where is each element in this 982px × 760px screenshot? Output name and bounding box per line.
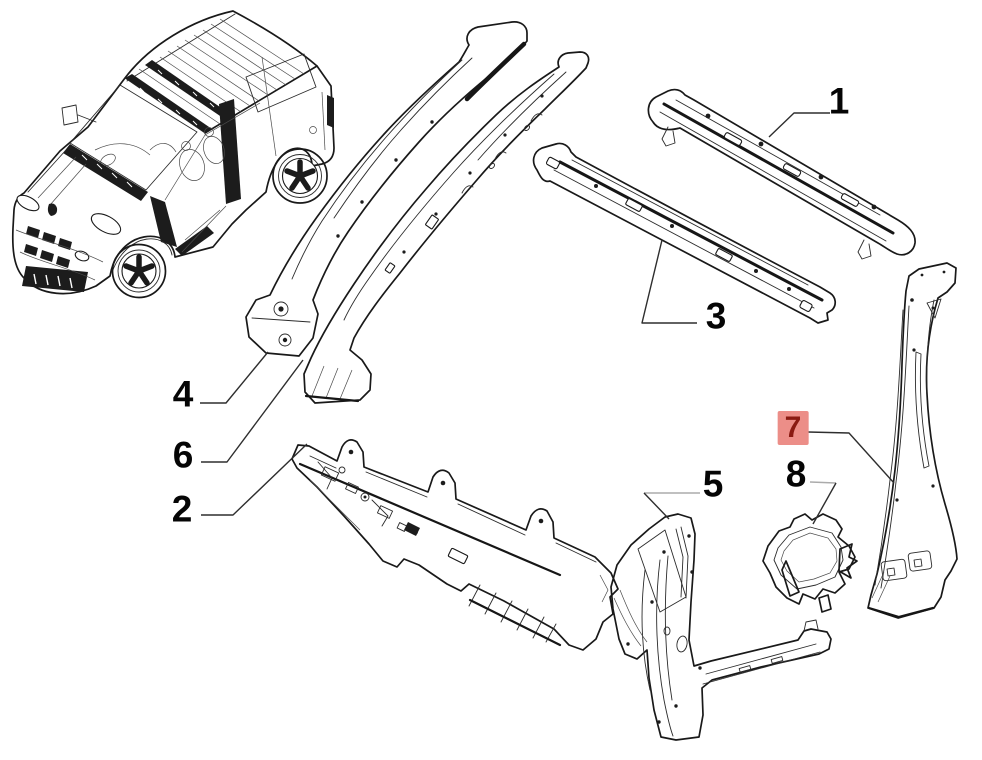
- brand-badge: [47, 203, 58, 216]
- callout-2[interactable]: 2: [171, 488, 193, 530]
- leader-8-gray: [809, 481, 837, 484]
- part-7-b-pillar: [867, 262, 958, 619]
- van-highlight-windshield-header: [125, 74, 212, 133]
- callout-6[interactable]: 6: [172, 434, 194, 476]
- headlight-left: [16, 194, 40, 212]
- van-highlight-sill: [175, 226, 214, 256]
- part-1-roof-rail: [647, 88, 916, 260]
- leader-7: [807, 431, 895, 484]
- leader-5: [643, 492, 670, 520]
- cowl-slats: [468, 584, 557, 643]
- part-4-a-pillar-outer: [245, 21, 528, 357]
- leader-8: [812, 482, 837, 525]
- lower-grille-mesh: [22, 266, 88, 292]
- fog-lamp: [74, 250, 90, 262]
- van-highlight-roof-rail: [145, 60, 233, 120]
- callout-1[interactable]: 1: [828, 80, 850, 122]
- leader-2: [201, 443, 308, 516]
- side-mirror: [61, 104, 97, 126]
- part-8-mounting-plate: [762, 513, 858, 613]
- van-illustration: [11, 10, 335, 299]
- rear-wheel: [272, 148, 328, 204]
- leader-lines: [200, 112, 895, 525]
- callout-8[interactable]: 8: [785, 453, 807, 495]
- leader-3: [641, 239, 697, 324]
- roof-ribs: [138, 18, 305, 125]
- van-highlight-apillar-base: [150, 196, 177, 247]
- callout-3[interactable]: 3: [705, 295, 727, 337]
- part-5-bodyside-front: [610, 513, 832, 741]
- part-2-cowl-crossmember: [291, 439, 619, 651]
- grille-slats: [24, 226, 72, 268]
- callout-5[interactable]: 5: [702, 463, 724, 505]
- front-wheel: [111, 243, 167, 299]
- headlight-right: [90, 213, 122, 235]
- leader-1: [768, 112, 830, 138]
- van-highlight-cowl: [63, 144, 148, 201]
- leader-4: [200, 351, 269, 404]
- part-6-a-pillar-inner: [303, 51, 590, 404]
- leader-6: [201, 359, 304, 463]
- part-3-header-crossmember: [532, 142, 836, 324]
- callout-7-highlighted[interactable]: 7: [777, 411, 809, 445]
- callout-4[interactable]: 4: [172, 373, 194, 415]
- van-highlight-bpillar: [219, 99, 241, 204]
